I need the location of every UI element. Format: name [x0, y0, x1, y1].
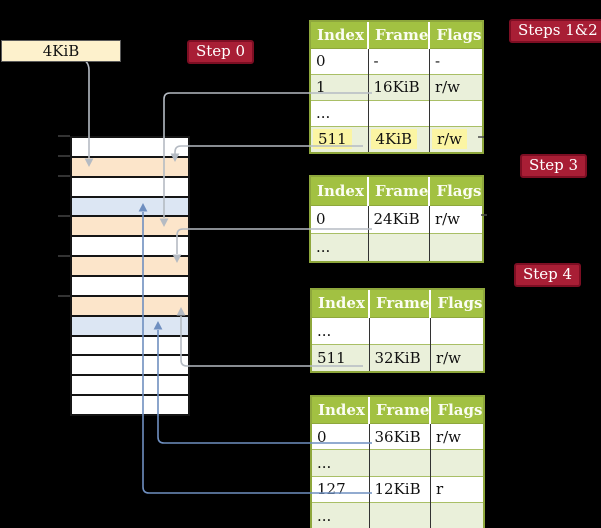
memory-row-11-free: [72, 336, 188, 357]
table-row-index-...: ...: [312, 449, 484, 477]
memory-row-10-mapped-page: [72, 316, 188, 337]
column-header-frame: Frame: [369, 290, 432, 318]
memory-row-12-free: [72, 356, 188, 377]
table-row-index-...: ...: [312, 317, 483, 344]
highlighted-value: r/w: [431, 129, 468, 150]
memory-address-ticks: [58, 135, 70, 297]
root-frame-label: 4KiB: [1, 40, 121, 62]
column-header-flags: Flags: [430, 397, 484, 424]
column-header-index: Index: [311, 22, 369, 49]
memory-row-4-mapped-page: [72, 197, 188, 218]
memory-row-6-free: [72, 237, 188, 258]
highlighted-value: 4KiB: [370, 129, 418, 150]
step-3-badge: Step 3: [520, 154, 588, 178]
column-header-flags: Flags: [429, 22, 483, 49]
memory-row-7-page-table: [72, 257, 188, 278]
physical-memory-column: [70, 136, 190, 416]
step-0-badge: Step 0: [187, 40, 255, 64]
highlighted-value: 511: [313, 129, 352, 150]
column-header-index: Index: [312, 290, 370, 318]
memory-row-2-page-table: [72, 157, 188, 178]
memory-row-5-page-table: [72, 217, 188, 238]
column-header-flags: Flags: [430, 290, 484, 318]
table-row-index-0: 0--: [311, 48, 482, 74]
memory-row-8-free: [72, 277, 188, 297]
memory-row-13-free: [72, 376, 188, 397]
memory-row-3-free: [72, 177, 188, 198]
table-row-index-...: ...: [311, 99, 483, 126]
steps-1-2-badge: Steps 1&2: [509, 19, 601, 43]
column-header-index: Index: [312, 397, 370, 424]
memory-row-14-free: [72, 396, 188, 415]
column-header-frame: Frame: [368, 22, 431, 49]
table-row-index-511: 511 4KiB r/w: [311, 125, 483, 152]
column-header-index: Index: [311, 177, 369, 206]
table-row-index-...: ...: [311, 232, 483, 261]
table-row-index-...: ...: [312, 502, 484, 528]
column-header-frame: Frame: [368, 177, 431, 206]
column-header-frame: Frame: [369, 397, 432, 424]
column-header-flags: Flags: [429, 177, 483, 206]
memory-row-1-free: [72, 138, 188, 158]
step-4-badge: Step 4: [514, 263, 582, 287]
memory-row-9-page-table: [72, 296, 188, 317]
